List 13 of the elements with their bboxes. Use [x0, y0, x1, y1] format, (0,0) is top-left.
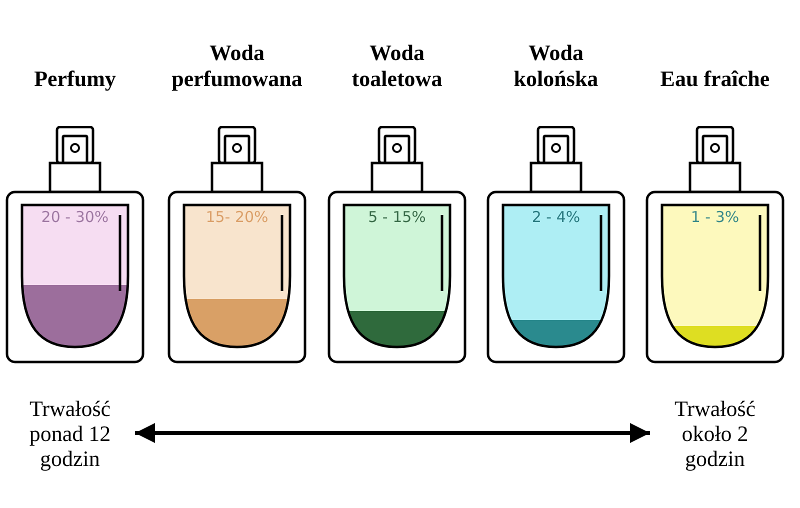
concentration-label: 20 - 30%	[41, 208, 109, 226]
perfume-type-heading: Woda kolońska	[512, 40, 600, 92]
concentration-label: 5 - 15%	[368, 208, 426, 226]
concentration-label: 2 - 4%	[532, 208, 580, 226]
duration-label: Trwałość około 2 godzin	[673, 396, 757, 470]
perfume-type-heading: Perfumy	[34, 66, 116, 92]
double-headed-arrow	[135, 423, 650, 443]
duration-label: Trwałość ponad 12 godzin	[28, 396, 112, 470]
perfume-type-heading: Eau fraîche	[660, 66, 770, 92]
perfume-type-heading: Woda toaletowa	[350, 40, 444, 92]
concentration-label: 15- 20%	[206, 208, 268, 226]
perfume-type-heading: Woda perfumowana	[170, 40, 304, 92]
concentration-label: 1 - 3%	[690, 208, 740, 226]
